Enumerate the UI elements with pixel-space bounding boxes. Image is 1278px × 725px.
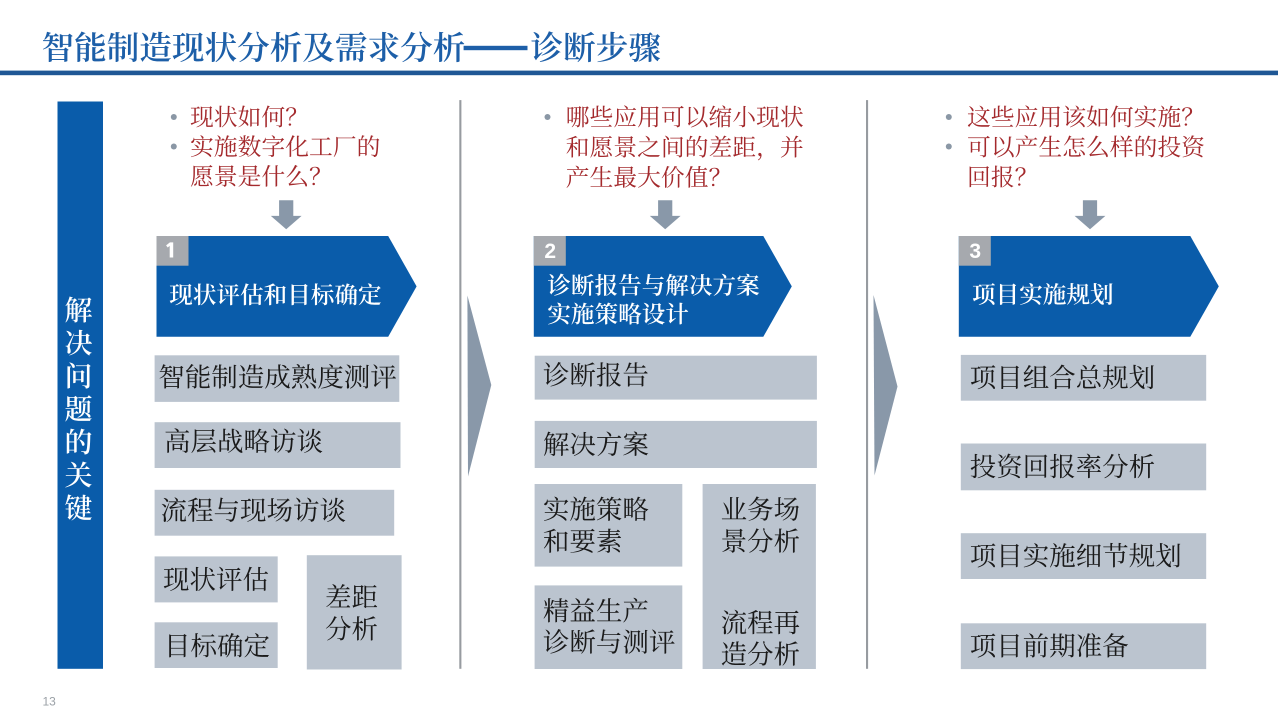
svg-text:13: 13 xyxy=(43,695,57,709)
svg-text:2: 2 xyxy=(544,240,556,263)
svg-text:3: 3 xyxy=(969,240,981,263)
